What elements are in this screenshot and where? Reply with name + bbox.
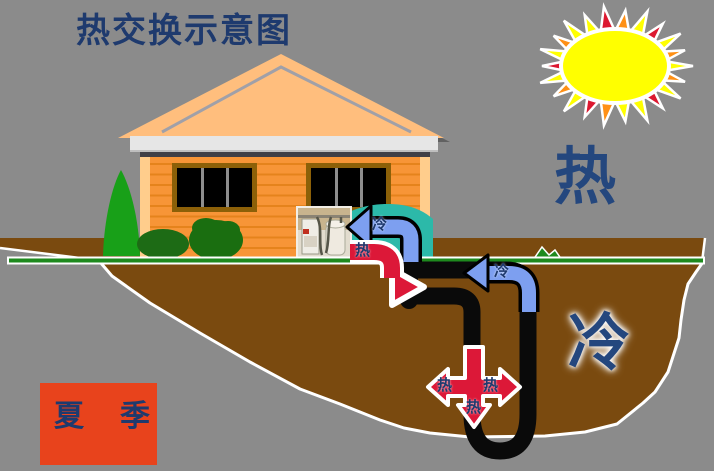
roof [118,54,444,138]
corner-board-left [140,157,150,259]
ground-cold-label: 冷 [568,306,631,379]
underground-earth [98,261,705,439]
window-left [172,163,257,212]
heat-pump-photo [296,206,352,259]
roof-trim-line [161,65,412,134]
bush-right [189,218,243,260]
hot-arrow-house [350,240,427,308]
tree [103,170,140,256]
heat-dissipation-cross [426,345,522,429]
sun-disc [559,27,671,105]
cold-return-arrow-underground [462,253,540,312]
house-hot-arrow-label: 热 [355,241,371,259]
heat-spread-left-label: 热 [437,376,453,394]
heat-spread-down-label: 热 [466,398,482,416]
heat-spread-right-label: 热 [483,376,499,394]
fascia [130,136,438,152]
corner-board-right [420,157,430,259]
house-cold-arrow-label: 冷 [372,215,388,233]
season-label: 夏季 [54,399,150,434]
cold-arrow-house [345,204,422,262]
vegetation [103,170,243,260]
air-hot-label: 热 [554,140,617,213]
season-badge: 夏季 [40,383,157,465]
diagram-title: 热交换示意图 [76,11,292,51]
window-right [306,163,391,212]
sun-icon [539,2,694,130]
equipment-pipes [315,216,343,256]
loop-cold-arrow-label: 冷 [494,262,510,280]
bush-left [137,229,189,259]
